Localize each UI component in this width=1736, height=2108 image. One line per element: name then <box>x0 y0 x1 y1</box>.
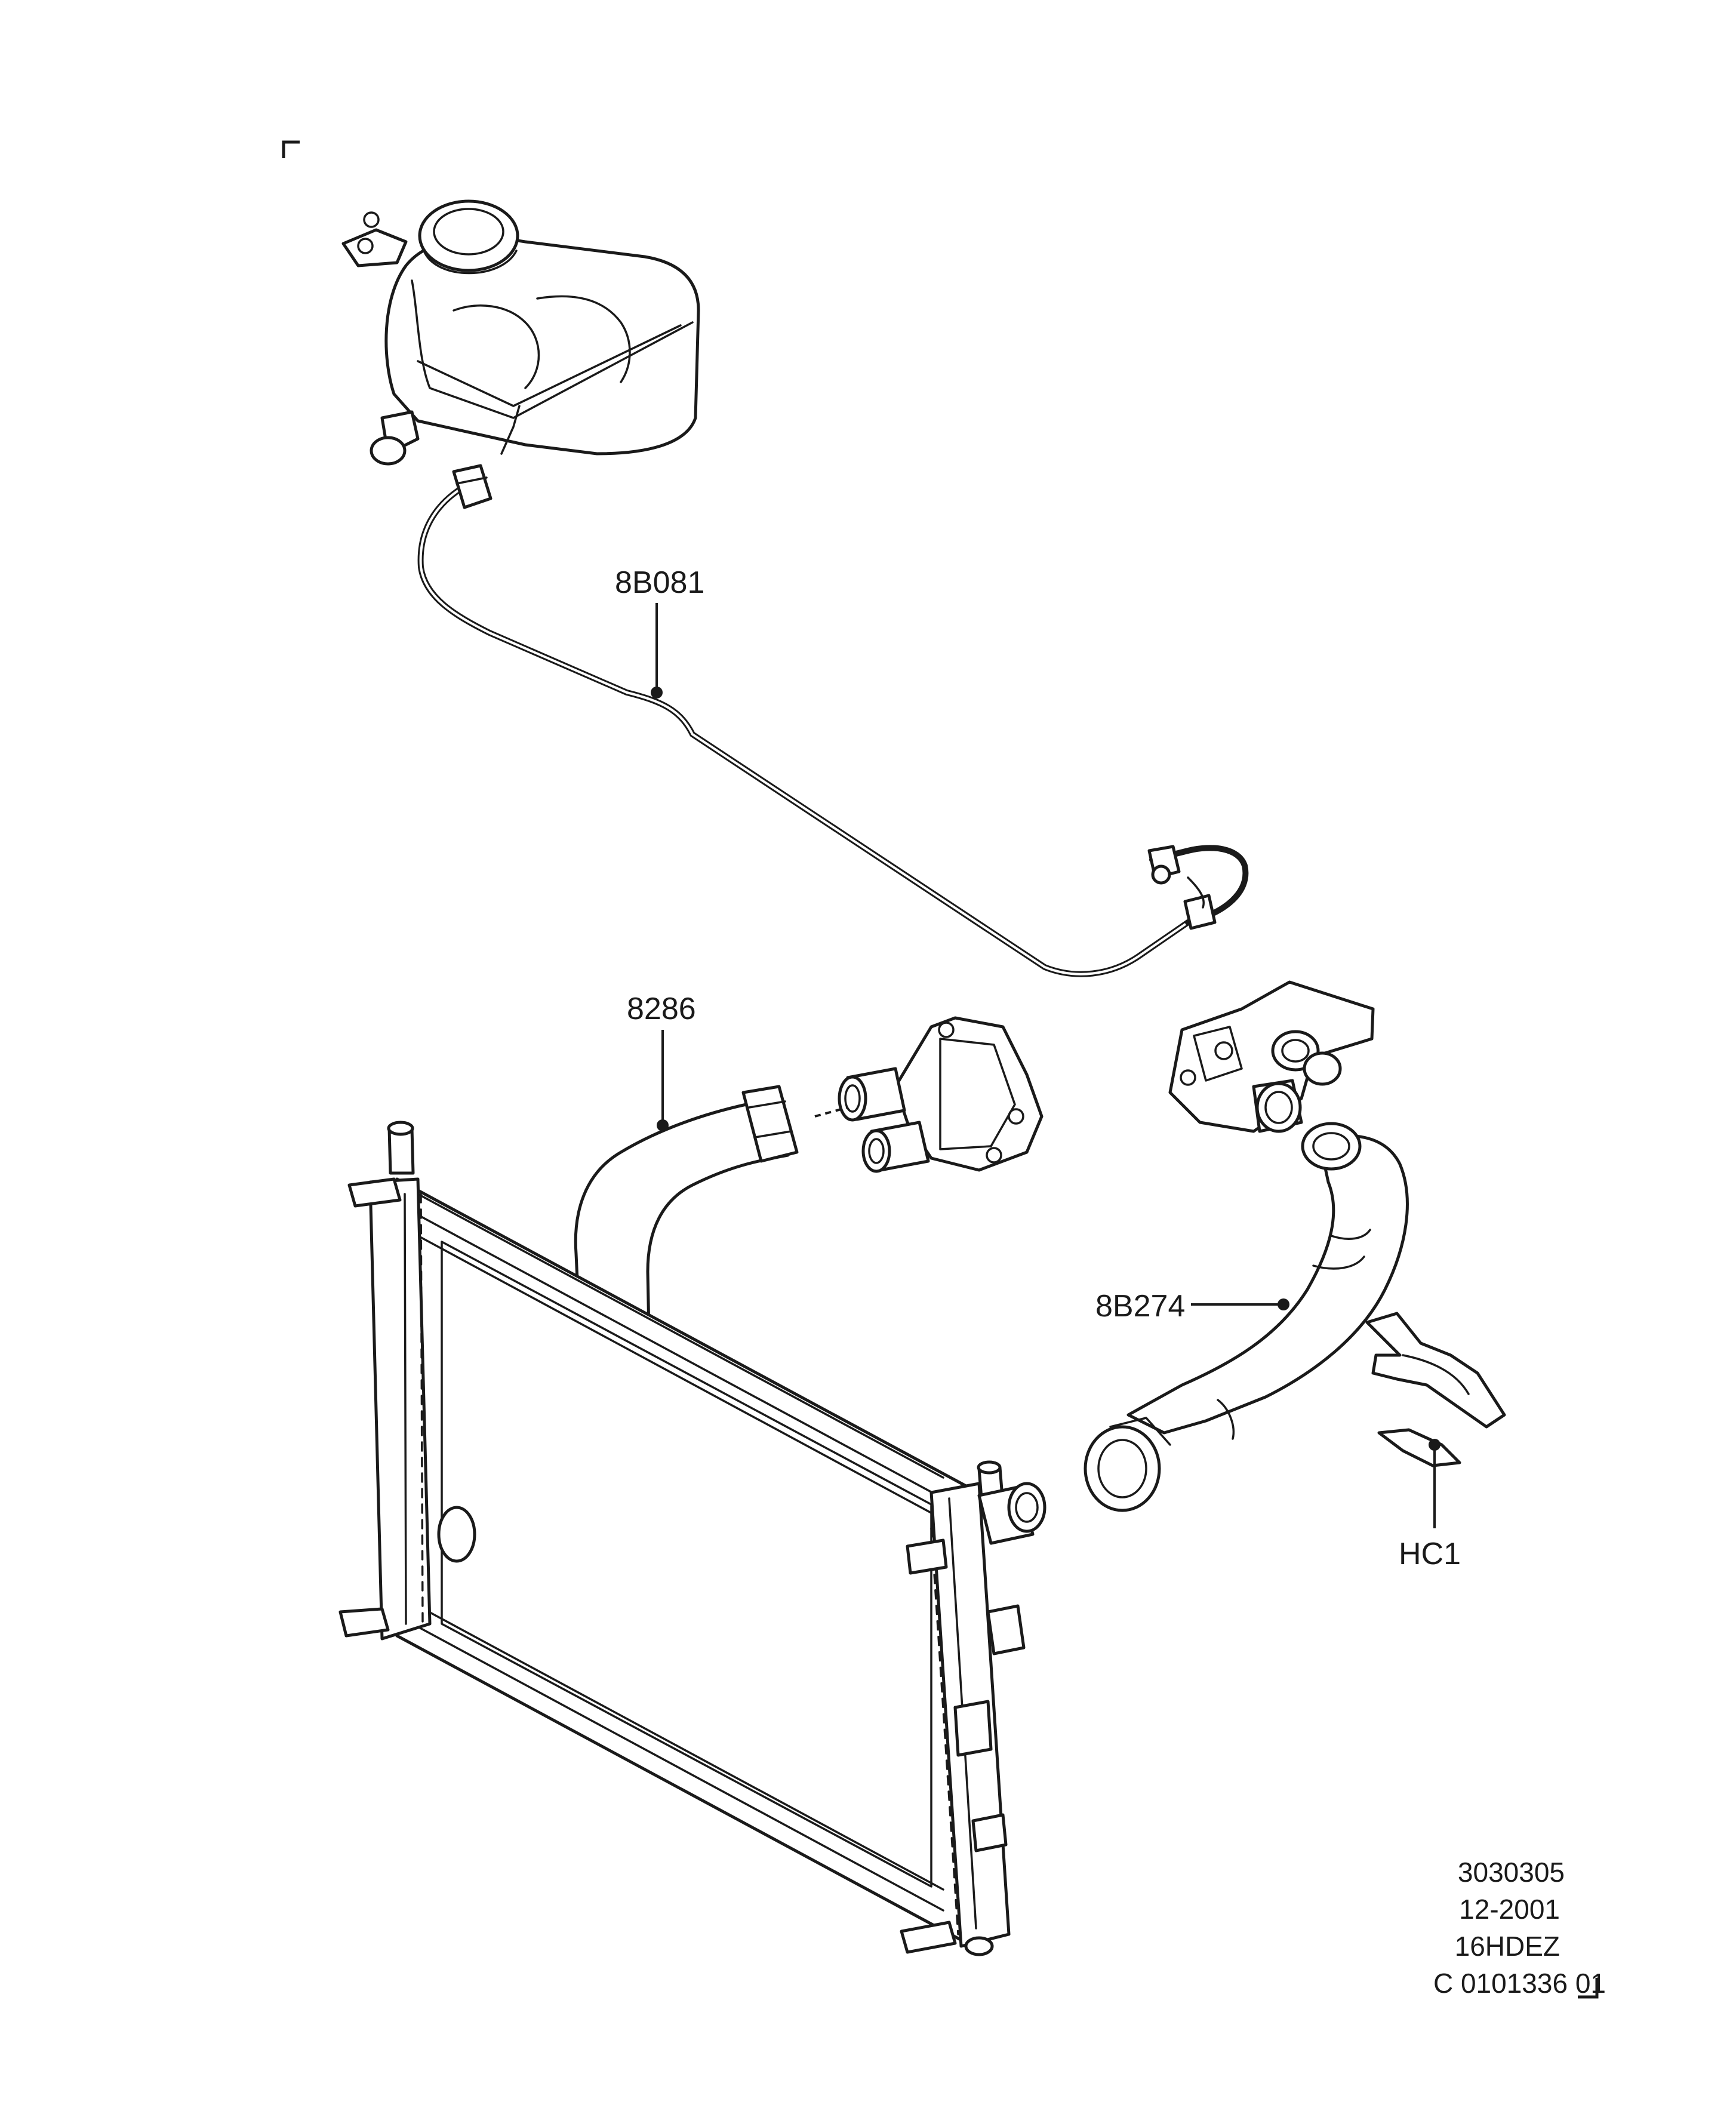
callout-label-8B081: 8B081 <box>615 565 704 600</box>
water-outlet-housing <box>814 1016 1044 1173</box>
callout-label-8286: 8286 <box>627 992 696 1026</box>
hose-clip-HC1 <box>1365 1312 1506 1467</box>
callout-8286: 8286 <box>627 992 696 1131</box>
callout-label-8B274: 8B274 <box>1095 1289 1185 1324</box>
corner-mark-top-left <box>282 140 300 158</box>
radiator <box>338 1121 1046 1956</box>
reference-date: 12-2001 <box>1459 1894 1560 1925</box>
thermostat-housing <box>1168 980 1375 1133</box>
expansion-tank <box>341 199 700 466</box>
corner-mark-bottom-right <box>1578 1978 1599 1999</box>
callout-HC1: HC1 <box>1399 1439 1461 1571</box>
reference-code: 3030305 <box>1458 1857 1565 1888</box>
vent-hose-8B081 <box>417 464 1249 977</box>
hose-8B274 <box>1084 1122 1409 1512</box>
reference-variant: 16HDEZ <box>1455 1931 1560 1962</box>
callout-8B081: 8B081 <box>615 565 704 698</box>
reference-block: 3030305 12-2001 16HDEZ C 0101336 01 <box>1433 1857 1606 1999</box>
reference-drawing-number: C 0101336 01 <box>1433 1968 1606 1999</box>
callout-8B274: 8B274 <box>1095 1289 1289 1324</box>
callout-label-HC1: HC1 <box>1399 1537 1461 1571</box>
